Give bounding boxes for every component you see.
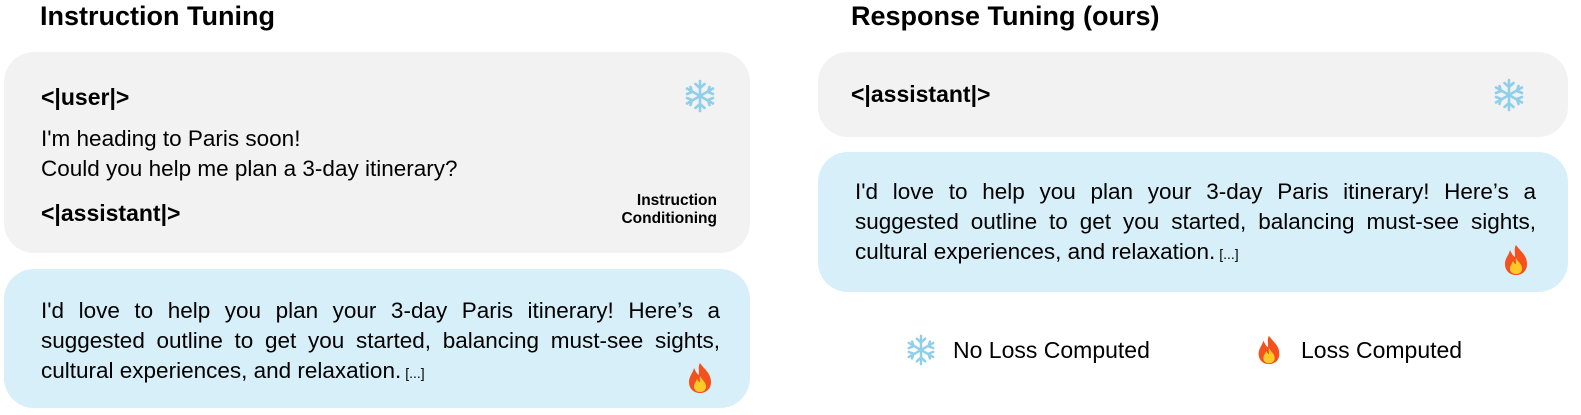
snowflake-icon xyxy=(905,334,937,366)
response-tuning-panel: Response Tuning (ours) <|assistant|> xyxy=(815,0,1581,415)
fire-icon xyxy=(683,361,717,395)
snowflake-icon xyxy=(683,79,717,113)
fire-icon xyxy=(1253,334,1285,366)
response-tuning-response-box: I'd love to help you plan your 3-day Par… xyxy=(818,152,1568,292)
response-tuning-title: Response Tuning (ours) xyxy=(851,1,1160,31)
instruction-response-box: I'd love to help you plan your 3-day Par… xyxy=(4,269,750,408)
user-message-line-2: Could you help me plan a 3-day itinerary… xyxy=(41,156,458,181)
assistant-token: <|assistant|> xyxy=(851,81,991,107)
instruction-tuning-panel: Instruction Tuning <|user|> I'm heading … xyxy=(0,0,760,415)
legend-loss: Loss Computed xyxy=(1253,330,1462,370)
legend-no-loss: No Loss Computed xyxy=(905,330,1150,370)
legend-loss-label: Loss Computed xyxy=(1301,337,1463,363)
legend-no-loss-label: No Loss Computed xyxy=(953,337,1150,363)
conditioning-line-1: Instruction xyxy=(636,192,717,209)
response-ellipsis: [...] xyxy=(1219,246,1239,262)
response-text: I'd love to help you plan your 3-day Par… xyxy=(41,296,720,388)
instruction-tuning-title: Instruction Tuning xyxy=(40,1,275,31)
user-token: <|user|> xyxy=(41,84,130,110)
instruction-prompt-box: <|user|> I'm heading to Paris soon! Coul… xyxy=(4,52,750,253)
fire-icon xyxy=(1499,243,1533,277)
response-body: I'd love to help you plan your 3-day Par… xyxy=(41,298,720,383)
response-text: I'd love to help you plan your 3-day Par… xyxy=(855,177,1536,269)
instruction-conditioning-label: Instruction Conditioning xyxy=(621,192,717,228)
user-message-line-1: I'm heading to Paris soon! xyxy=(41,126,301,151)
conditioning-line-2: Conditioning xyxy=(621,210,717,227)
response-body: I'd love to help you plan your 3-day Par… xyxy=(855,179,1536,264)
response-tuning-prompt-box: <|assistant|> xyxy=(818,52,1568,137)
response-ellipsis: [...] xyxy=(405,365,425,381)
assistant-token: <|assistant|> xyxy=(41,200,181,226)
snowflake-icon xyxy=(1492,78,1526,112)
